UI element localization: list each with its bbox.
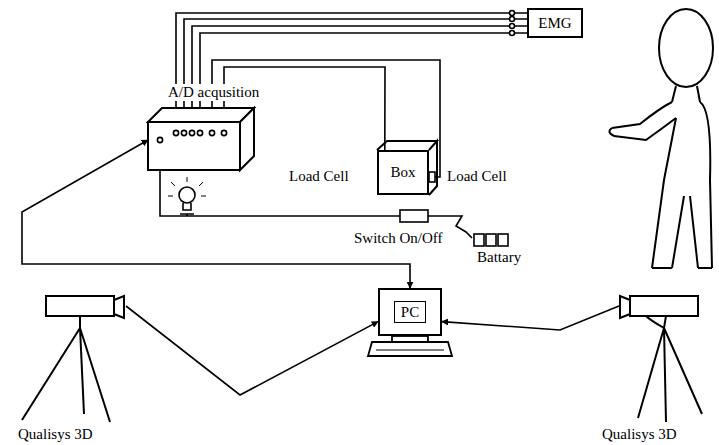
part-label: Load Cell xyxy=(446,168,508,185)
battery-symbol xyxy=(474,234,508,246)
acquisition-box xyxy=(148,108,254,170)
input-jacks xyxy=(157,130,226,142)
connector xyxy=(126,306,378,395)
computer-base xyxy=(368,336,452,356)
switch-symbol xyxy=(400,210,428,222)
connector xyxy=(160,170,400,216)
camera-tripod xyxy=(580,290,715,443)
box-top-face xyxy=(377,141,437,195)
lamp-symbol xyxy=(168,177,206,216)
camera-right: Qualisys 3D xyxy=(580,290,715,443)
connector xyxy=(442,306,619,330)
node-label: Box xyxy=(390,164,415,181)
node-label: PC xyxy=(401,304,419,321)
computer-monitor: PC xyxy=(378,288,442,336)
load-box: Box xyxy=(377,150,429,195)
emg-terminals xyxy=(510,11,515,36)
part-label: Load Cell xyxy=(288,168,350,185)
emg-box: EMG xyxy=(527,8,583,38)
switch-unit: Switch On/Off xyxy=(352,208,452,246)
camera-left: Qualisys 3D xyxy=(10,290,150,443)
node-label: Qualisys 3D xyxy=(602,426,677,443)
node-label: A/D acqusition xyxy=(166,84,261,101)
node-label: Switch On/Off xyxy=(354,230,442,247)
monitor-screen: PC xyxy=(394,301,426,324)
node-label: Qualisys 3D xyxy=(18,426,93,443)
load-cell xyxy=(429,172,435,182)
person-figure xyxy=(609,9,713,268)
acquisition-unit: A/D acqusition xyxy=(148,84,254,170)
node-label: EMG xyxy=(538,15,571,32)
part-label: Battary xyxy=(476,249,522,266)
camera-tripod xyxy=(10,290,150,443)
